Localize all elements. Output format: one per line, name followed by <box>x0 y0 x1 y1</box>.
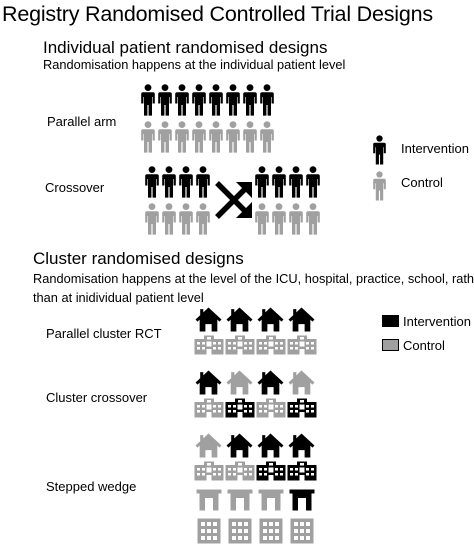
legend-control-label: Control <box>401 175 443 190</box>
clinic-intervention-icon <box>289 489 315 511</box>
building-control-icon <box>225 335 255 355</box>
person-control-icon <box>306 203 320 235</box>
tower-control-icon <box>290 518 314 544</box>
tower-control-icon <box>228 518 252 544</box>
house-control-icon <box>195 433 222 458</box>
person-intervention-icon <box>162 166 176 198</box>
person-control-icon <box>175 121 189 153</box>
legend-intervention-label: Intervention <box>401 141 469 156</box>
stepped-wedge-label: Stepped wedge <box>46 479 137 494</box>
crossover-label: Crossover <box>45 180 105 195</box>
house-control-icon <box>226 370 253 395</box>
clinic-control-icon <box>196 489 222 511</box>
legend-person-intervention-icon <box>373 135 386 165</box>
house-intervention-icon <box>257 433 284 458</box>
house-intervention-icon <box>288 307 315 332</box>
house-intervention-icon <box>257 370 284 395</box>
tower-control-icon <box>197 518 221 544</box>
legend-intervention-swatch <box>382 315 399 327</box>
clinic-control-icon <box>258 489 284 511</box>
house-intervention-icon <box>195 307 222 332</box>
parallel-cluster-label: Parallel cluster RCT <box>46 326 162 341</box>
person-control-icon <box>145 203 159 235</box>
person-intervention-icon <box>272 166 286 198</box>
building-control-icon <box>287 335 317 355</box>
person-intervention-icon <box>196 166 210 198</box>
person-intervention-icon <box>243 84 257 116</box>
person-intervention-icon <box>141 84 155 116</box>
building-control-icon <box>194 398 224 418</box>
person-intervention-icon <box>226 84 240 116</box>
person-control-icon <box>209 121 223 153</box>
individual-subheading: Randomisation happens at the individual … <box>43 57 346 72</box>
cluster-legend-control-label: Control <box>403 338 445 353</box>
house-intervention-icon <box>195 370 222 395</box>
person-control-icon <box>192 121 206 153</box>
person-intervention-icon <box>306 166 320 198</box>
parallel-arm-label: Parallel arm <box>47 114 117 129</box>
building-control-icon <box>225 461 255 481</box>
building-control-icon <box>256 398 286 418</box>
legend-person-control-icon <box>373 171 386 201</box>
person-control-icon <box>243 121 257 153</box>
tower-control-icon <box>259 518 283 544</box>
cluster-heading: Cluster randomised designs <box>33 249 244 268</box>
house-intervention-icon <box>226 433 253 458</box>
person-intervention-icon <box>260 84 274 116</box>
building-control-icon <box>256 335 286 355</box>
person-control-icon <box>289 203 303 235</box>
person-intervention-icon <box>158 84 172 116</box>
person-control-icon <box>255 203 269 235</box>
person-control-icon <box>141 121 155 153</box>
clinic-control-icon <box>227 489 253 511</box>
person-control-icon <box>196 203 210 235</box>
legend-control-swatch <box>382 339 399 351</box>
individual-heading: Individual patient randomised designs <box>43 38 328 57</box>
house-intervention-icon <box>257 307 284 332</box>
person-intervention-icon <box>255 166 269 198</box>
person-intervention-icon <box>289 166 303 198</box>
cluster-subheading: Randomisation happens at the level of th… <box>33 271 474 305</box>
building-intervention-icon <box>256 461 286 481</box>
person-control-icon <box>162 203 176 235</box>
house-control-icon <box>288 370 315 395</box>
person-control-icon <box>158 121 172 153</box>
building-intervention-icon <box>287 461 317 481</box>
figure-title: Registry Randomised Controlled Trial Des… <box>2 2 433 26</box>
cluster-legend-intervention-label: Intervention <box>403 314 471 329</box>
building-intervention-icon <box>225 398 255 418</box>
person-control-icon <box>179 203 193 235</box>
person-control-icon <box>272 203 286 235</box>
building-intervention-icon <box>287 398 317 418</box>
person-intervention-icon <box>145 166 159 198</box>
person-intervention-icon <box>192 84 206 116</box>
cluster-crossover-label: Cluster crossover <box>46 390 148 405</box>
building-control-icon <box>194 335 224 355</box>
house-intervention-icon <box>226 307 253 332</box>
building-control-icon <box>194 461 224 481</box>
person-intervention-icon <box>175 84 189 116</box>
person-control-icon <box>260 121 274 153</box>
house-intervention-icon <box>288 433 315 458</box>
person-control-icon <box>226 121 240 153</box>
crossover-arrows-icon <box>215 181 252 219</box>
person-intervention-icon <box>179 166 193 198</box>
person-intervention-icon <box>209 84 223 116</box>
